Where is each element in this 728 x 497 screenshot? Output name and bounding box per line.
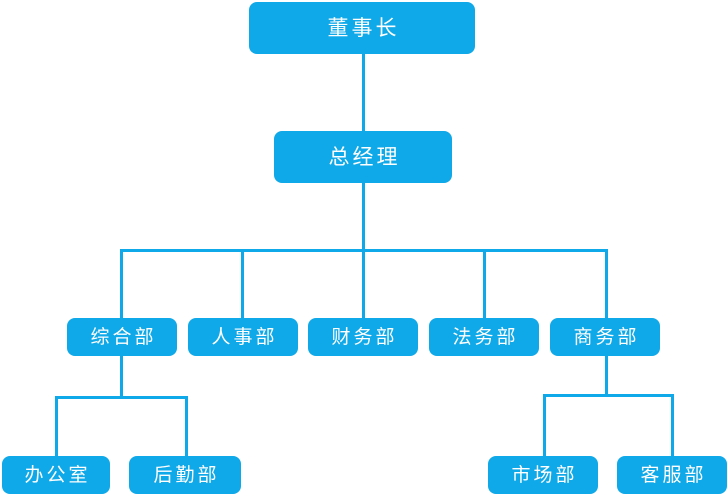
connector-general-affairs-bus — [55, 396, 188, 399]
node-legal-department[interactable]: 法务部 — [429, 318, 539, 356]
connector-business-stem — [605, 356, 608, 397]
connector-drop-office — [55, 396, 58, 457]
node-business-department[interactable]: 商务部 — [550, 318, 660, 356]
node-logistics-department[interactable]: 后勤部 — [129, 456, 241, 494]
connector-drop-legal — [483, 249, 486, 319]
connector-gm-stem — [362, 183, 365, 252]
node-customer-service-department[interactable]: 客服部 — [617, 456, 727, 494]
connector-drop-hr — [241, 249, 244, 319]
node-chairman[interactable]: 董事长 — [249, 2, 475, 54]
connector-drop-business — [605, 249, 608, 319]
connector-business-bus — [543, 394, 674, 397]
node-general-affairs-department[interactable]: 综合部 — [67, 318, 177, 356]
connector-drop-general-affairs — [120, 249, 123, 319]
connector-drop-marketing — [543, 394, 546, 457]
connector-drop-customer-service — [671, 394, 674, 457]
connector-drop-finance — [362, 249, 365, 319]
node-office[interactable]: 办公室 — [2, 456, 110, 494]
node-hr-department[interactable]: 人事部 — [188, 318, 298, 356]
connector-general-affairs-stem — [120, 356, 123, 399]
node-general-manager[interactable]: 总经理 — [274, 131, 452, 183]
node-marketing-department[interactable]: 市场部 — [488, 456, 598, 494]
connector-chairman-to-gm — [362, 54, 365, 131]
connector-drop-logistics — [185, 396, 188, 457]
node-finance-department[interactable]: 财务部 — [308, 318, 418, 356]
